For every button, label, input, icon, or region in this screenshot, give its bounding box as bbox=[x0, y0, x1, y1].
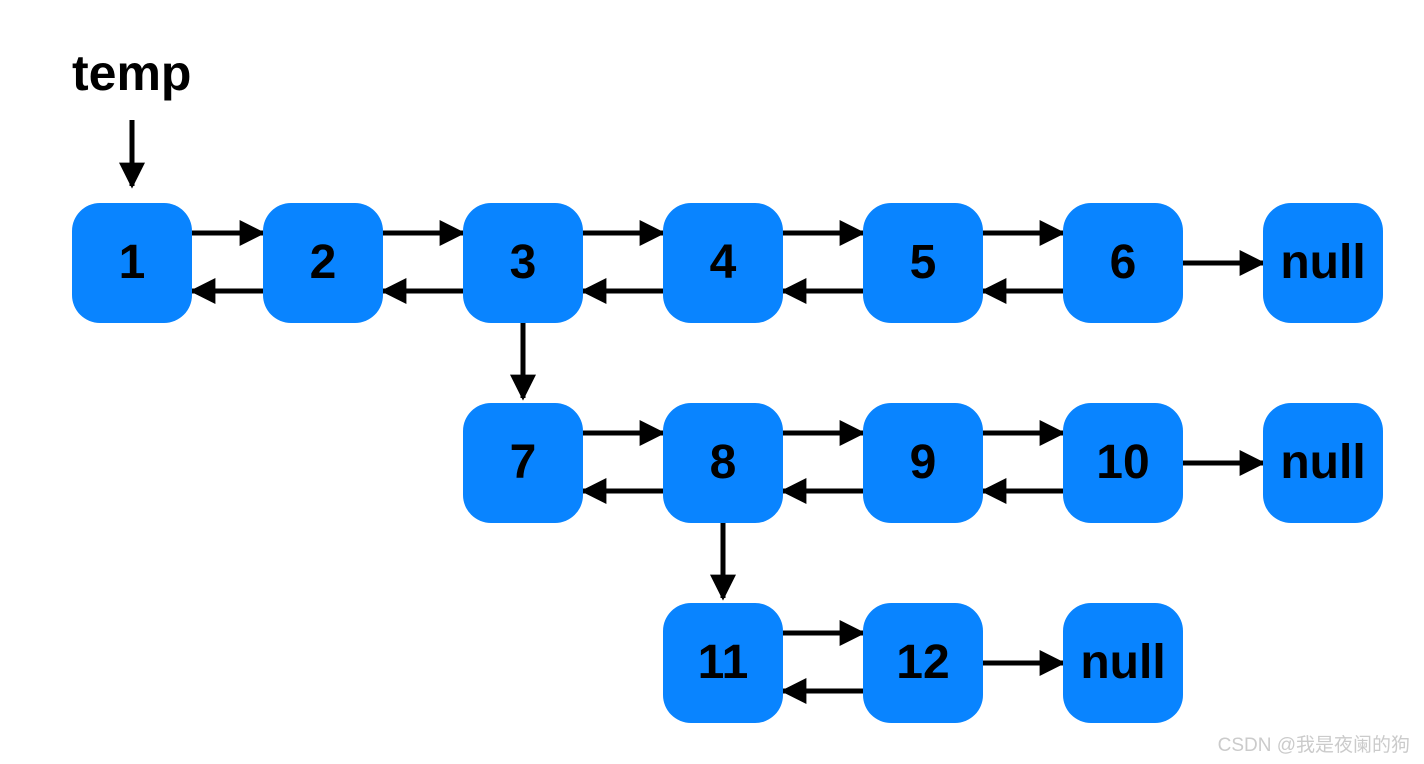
list-node-12: 12 bbox=[863, 603, 983, 723]
list-node-6: 6 bbox=[1063, 203, 1183, 323]
list-node-3: 3 bbox=[463, 203, 583, 323]
null-node-row-3: null bbox=[1063, 603, 1183, 723]
list-node-8: 8 bbox=[663, 403, 783, 523]
temp-pointer-label: temp bbox=[72, 45, 192, 101]
list-node-4: 4 bbox=[663, 203, 783, 323]
csdn-watermark: CSDN @我是夜阑的狗 bbox=[1217, 735, 1410, 756]
list-node-11: 11 bbox=[663, 603, 783, 723]
null-node-row-1: null bbox=[1263, 203, 1383, 323]
null-node-row-2: null bbox=[1263, 403, 1383, 523]
list-node-5: 5 bbox=[863, 203, 983, 323]
list-node-9: 9 bbox=[863, 403, 983, 523]
list-node-2: 2 bbox=[263, 203, 383, 323]
list-node-10: 10 bbox=[1063, 403, 1183, 523]
list-node-1: 1 bbox=[72, 203, 192, 323]
list-node-7: 7 bbox=[463, 403, 583, 523]
